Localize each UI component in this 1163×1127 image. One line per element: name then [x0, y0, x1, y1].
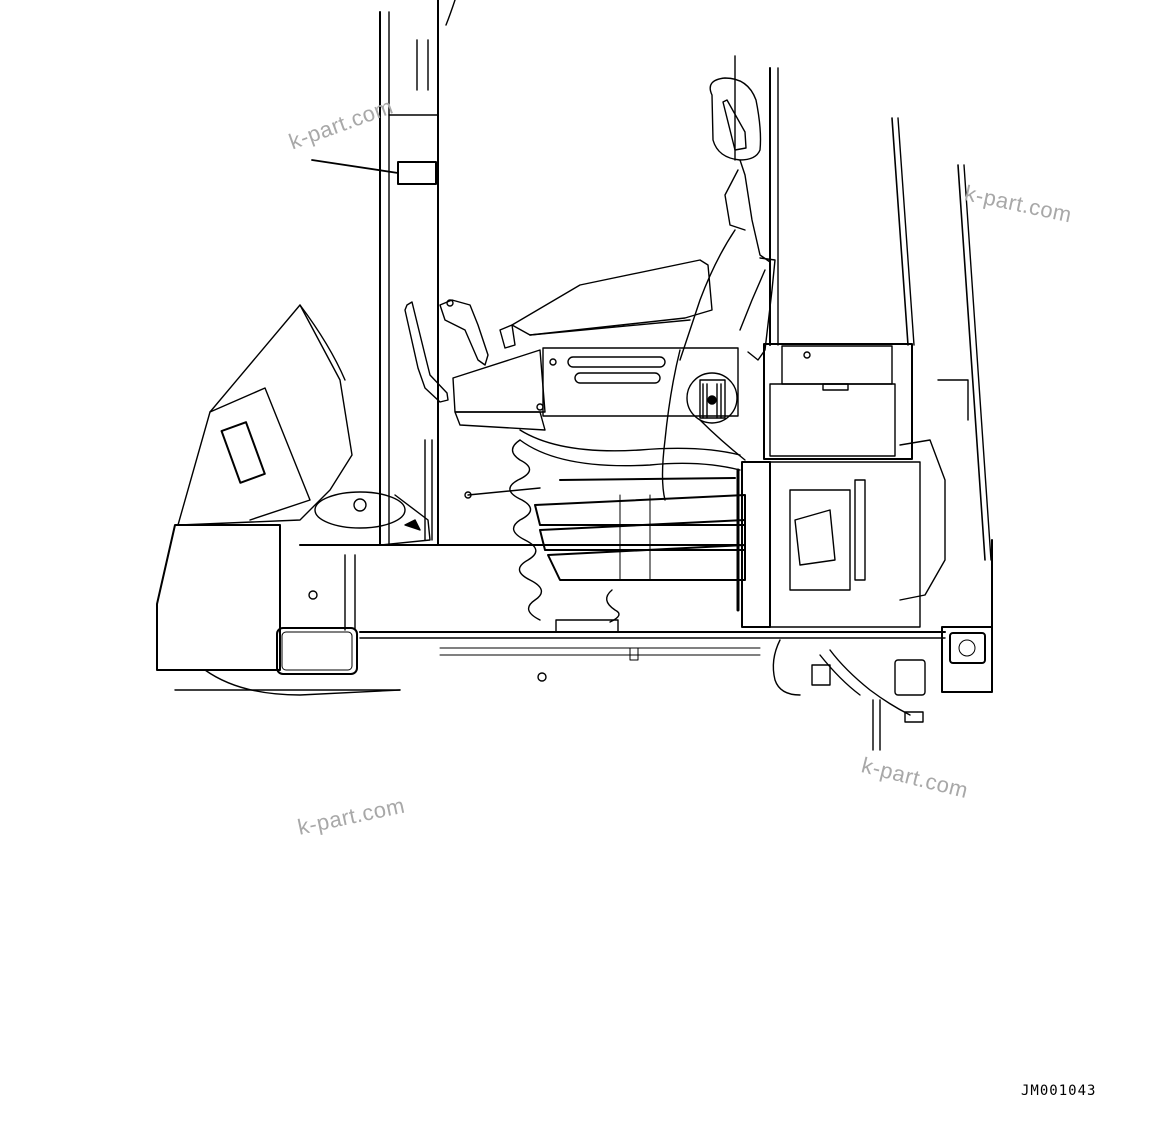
right-end-block: [941, 539, 993, 693]
wiring-harness: [772, 639, 926, 751]
right-pillars: [769, 67, 992, 561]
left-pillar: [379, 0, 456, 546]
lower-cowl: [156, 524, 358, 675]
swivel-plate: [314, 439, 433, 546]
headrest: [709, 55, 762, 161]
seat-wiring: [519, 349, 746, 501]
label-plate: [311, 159, 437, 185]
drawing-code: JM001043: [1021, 1083, 1097, 1099]
seat-base: [452, 347, 739, 431]
seat-backrest: [679, 159, 776, 361]
left-console: [177, 304, 353, 526]
armrest-control: [439, 299, 489, 366]
grab-handle: [404, 301, 449, 403]
suspension-bellows: [509, 439, 620, 633]
right-control-box: [741, 379, 969, 628]
rear-storage-box: [763, 343, 913, 460]
seat-slide-rails: [534, 468, 746, 612]
seat-cushion: [499, 259, 713, 349]
seat-suspension-dial: [686, 372, 738, 424]
floor-frame: [174, 544, 946, 696]
floor-detail-lines: [439, 647, 761, 661]
linkage-rod: [464, 487, 541, 499]
